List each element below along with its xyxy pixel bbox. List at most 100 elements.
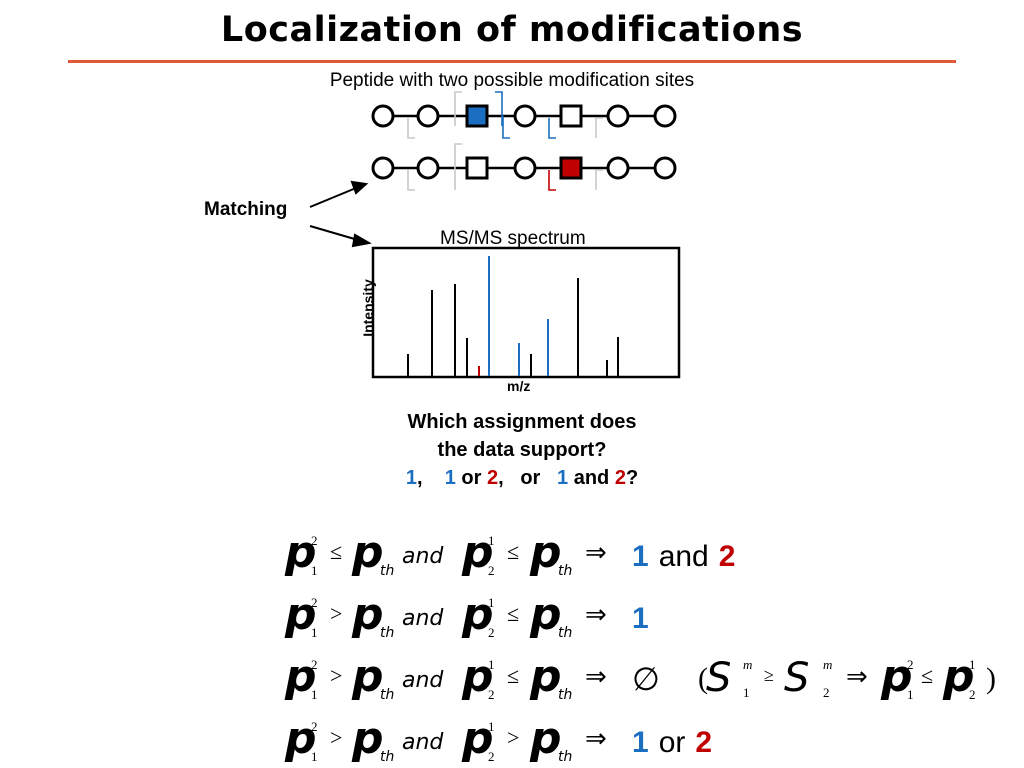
p-cond-first: p: [880, 651, 913, 702]
p-first-term-subscript: 1: [311, 563, 318, 578]
residue-circle: [513, 104, 537, 128]
p-second-term: p: [461, 589, 494, 640]
threshold-subscript-2: th: [558, 625, 572, 641]
residue-circle: [371, 104, 395, 128]
implies-symbol: ⇒: [585, 600, 607, 629]
le-symbol: ≤: [921, 663, 933, 688]
spectrum-peaks: [407, 256, 619, 376]
fragment-bracket-blue: [502, 116, 510, 139]
threshold-subscript: th: [380, 625, 394, 641]
p-cond-first-subscript: 1: [907, 687, 914, 702]
residue-circle: [606, 104, 630, 128]
fragment-bracket-gray: [454, 91, 462, 126]
s-score-2-superscript: m: [823, 657, 832, 672]
s-score-2: S: [784, 655, 809, 701]
result: 1 or 2: [632, 726, 712, 759]
option-1: 1: [405, 467, 417, 489]
spectrum-frame: [371, 246, 681, 379]
peptide-chain-bottom: [371, 156, 677, 180]
result-connector: and: [659, 540, 709, 573]
s-score-1-superscript: m: [743, 657, 752, 672]
threshold-subscript-2: th: [558, 749, 572, 765]
threshold-subscript-2: th: [558, 687, 572, 703]
peptide-diagram: [309, 91, 681, 379]
residue-circle: [513, 156, 537, 180]
p-cond-first-superscript: 2: [907, 657, 914, 672]
option-and: and: [573, 467, 610, 489]
option-sep-1: ,: [416, 467, 423, 489]
empty-set-symbol: ∅: [632, 661, 660, 697]
p-second-term-superscript: 1: [488, 657, 495, 672]
p-first-term-subscript: 1: [311, 749, 318, 764]
result-site-2: 2: [695, 726, 712, 759]
result-site-2: 2: [719, 540, 736, 573]
fragment-bracket-gray: [454, 143, 462, 190]
threshold-subscript: th: [380, 749, 394, 765]
modified-site-blue: [465, 104, 489, 128]
arrow-to-peptides: [309, 187, 357, 208]
fragment-bracket-blue: [495, 91, 503, 126]
and-word: and: [402, 606, 444, 631]
and-word: and: [402, 730, 444, 755]
fragment-bracket-gray: [407, 170, 415, 191]
relation-2: ≤: [507, 663, 519, 688]
relation-1: >: [330, 725, 342, 750]
arrow-to-spectrum-head: [351, 233, 372, 248]
paren-open: (: [698, 662, 708, 695]
p-first-term: p: [284, 589, 317, 640]
option-3b: 2: [614, 467, 626, 489]
result: 1: [632, 602, 649, 635]
threshold-subscript: th: [380, 563, 394, 579]
fragment-bracket-red: [548, 170, 556, 191]
p-first-term-superscript: 2: [311, 719, 318, 734]
arrow-to-peptides-head: [350, 180, 369, 195]
residue-circle: [653, 104, 677, 128]
residue-square: [465, 156, 489, 180]
result: ∅: [632, 661, 660, 697]
paren-close: ): [986, 662, 996, 695]
peptide-chains: [371, 104, 677, 180]
option-end: ?: [625, 467, 639, 489]
result-site-1: 1: [632, 726, 649, 759]
option-3a: 1: [557, 467, 569, 489]
fragment-bracket-blue: [548, 118, 556, 139]
p-first-term-subscript: 1: [311, 687, 318, 702]
p-second-term-subscript: 2: [488, 687, 495, 702]
option-2a: 1: [444, 467, 456, 489]
ge-symbol: ≥: [764, 665, 774, 685]
spectrum-y-label: Intensity: [360, 279, 376, 337]
relation-1: >: [330, 601, 342, 626]
p-threshold-2: p: [529, 527, 562, 578]
s-score-2-subscript: 2: [823, 685, 830, 700]
residue-circle: [371, 156, 395, 180]
p-second-term: p: [461, 651, 494, 702]
fragment-bracket-gray: [595, 117, 603, 138]
question-options: 1, 1 or 2, or 1 and 2?: [0, 467, 1024, 490]
matching-arrows: [309, 180, 372, 248]
implies-symbol: ⇒: [585, 724, 607, 753]
relation-2: ≤: [507, 601, 519, 626]
threshold-subscript: th: [380, 687, 394, 703]
p-second-term-subscript: 2: [488, 749, 495, 764]
relation-2: ≤: [507, 539, 519, 564]
p-threshold-2: p: [529, 589, 562, 640]
matching-label: Matching: [204, 199, 288, 220]
residue-circle: [416, 104, 440, 128]
p-threshold: p: [351, 527, 384, 578]
p-threshold-2: p: [529, 651, 562, 702]
option-or-2: or: [520, 467, 541, 489]
relation-2: >: [507, 725, 519, 750]
p-threshold: p: [351, 713, 384, 764]
spectrum-title: MS/MS spectrum: [440, 228, 586, 249]
question-line-1: Which assignment does: [407, 411, 637, 433]
p-second-term: p: [461, 713, 494, 764]
residue-square: [559, 104, 583, 128]
option-or: or: [461, 467, 482, 489]
p-second-term-subscript: 2: [488, 563, 495, 578]
result-connector: or: [659, 726, 686, 759]
